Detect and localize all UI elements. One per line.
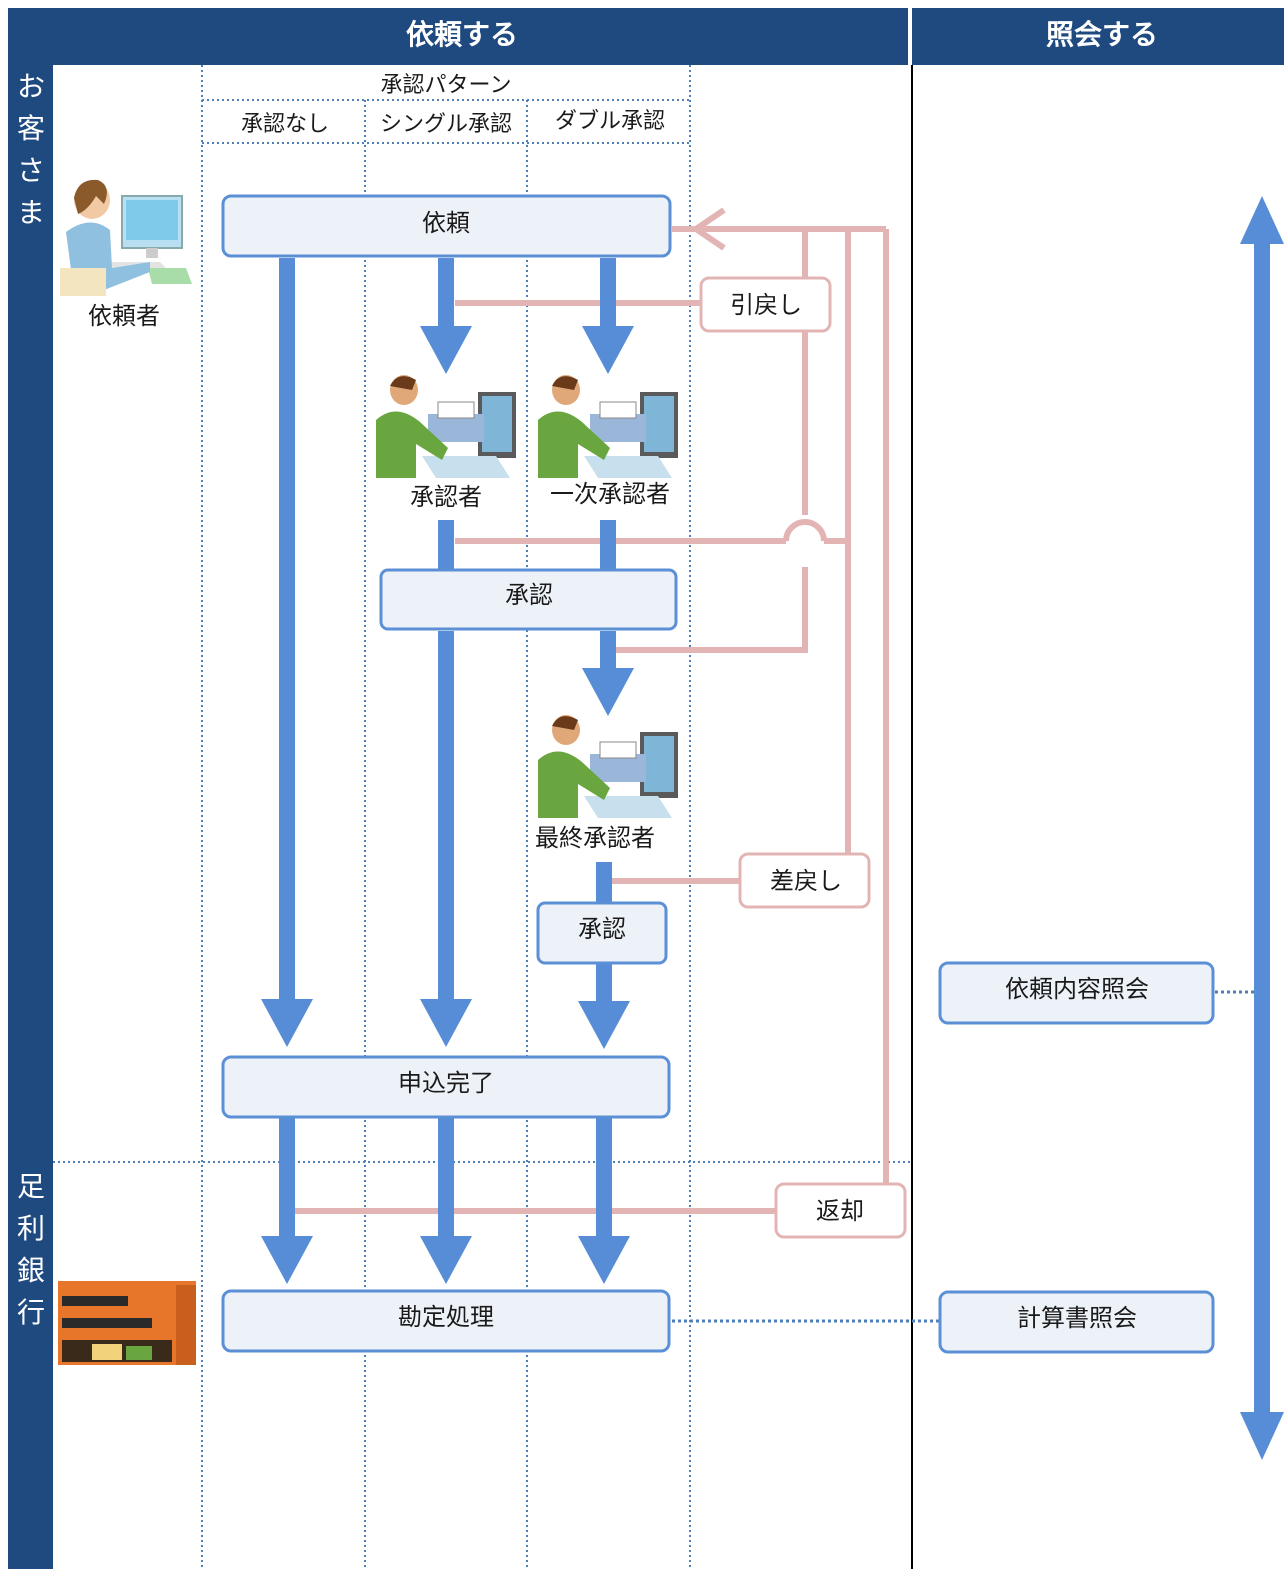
- header-inquiry-bar: [912, 8, 1284, 65]
- final-approver-icon: [538, 715, 678, 818]
- actor-final-approver-label: 最終承認者: [535, 824, 655, 852]
- requester-icon: [60, 179, 192, 296]
- approver-icon: [376, 375, 516, 478]
- lane-lines: [53, 65, 912, 1569]
- actor-approver-label: 承認者: [410, 483, 482, 511]
- box-request: 依頼: [221, 194, 672, 258]
- box-approve-2: 承認: [536, 901, 668, 965]
- svg-text:申込完了: 申込完了: [398, 1069, 494, 1097]
- side-customer-1: お: [17, 70, 45, 103]
- svg-text:承認: 承認: [505, 581, 553, 609]
- pattern-none: 承認なし: [241, 112, 329, 137]
- return-lines: [295, 207, 889, 1214]
- side-customer-2: 客: [17, 112, 45, 145]
- pattern-double: ダブル承認: [555, 109, 665, 134]
- svg-text:返却: 返却: [816, 1197, 864, 1225]
- svg-text:依頼内容照会: 依頼内容照会: [1005, 975, 1149, 1003]
- svg-text:差戻し: 差戻し: [770, 867, 842, 895]
- header-request: 依頼する: [406, 18, 518, 51]
- side-bank-3: 銀: [17, 1254, 45, 1287]
- actor-first-approver-label: 一次承認者: [550, 480, 670, 508]
- svg-text:勘定処理: 勘定処理: [398, 1303, 494, 1331]
- label-reject: 返却: [774, 1182, 907, 1239]
- side-band: [8, 65, 53, 1569]
- side-customer-4: ま: [17, 196, 45, 229]
- inquiry-connectors: [672, 990, 1256, 1323]
- svg-text:引戻し: 引戻し: [730, 291, 802, 319]
- bank-building-icon: [58, 1281, 196, 1365]
- pattern-single: シングル承認: [380, 112, 512, 137]
- label-sendback: 差戻し: [738, 852, 871, 909]
- box-complete: 申込完了: [221, 1055, 671, 1119]
- svg-text:計算書照会: 計算書照会: [1017, 1304, 1137, 1332]
- box-inquiry-content: 依頼内容照会: [938, 961, 1215, 1025]
- box-inquiry-statement: 計算書照会: [938, 1290, 1215, 1354]
- svg-text:承認: 承認: [578, 915, 626, 943]
- box-approve-1: 承認: [379, 568, 678, 631]
- side-customer-3: さ: [17, 154, 45, 187]
- side-bank-1: 足: [17, 1170, 45, 1203]
- side-bank-2: 利: [17, 1212, 45, 1245]
- pattern-title: 承認パターン: [381, 73, 512, 98]
- side-bank-4: 行: [17, 1296, 45, 1329]
- first-approver-icon: [538, 375, 678, 478]
- box-accounting: 勘定処理: [221, 1289, 671, 1353]
- header-inquiry: 照会する: [1046, 18, 1158, 51]
- flow-arrows: [261, 196, 1284, 1460]
- actor-requester-label: 依頼者: [88, 302, 160, 330]
- label-withdraw: 引戻し: [699, 276, 832, 333]
- svg-text:依頼: 依頼: [422, 209, 470, 237]
- header-request-bar: [8, 8, 908, 65]
